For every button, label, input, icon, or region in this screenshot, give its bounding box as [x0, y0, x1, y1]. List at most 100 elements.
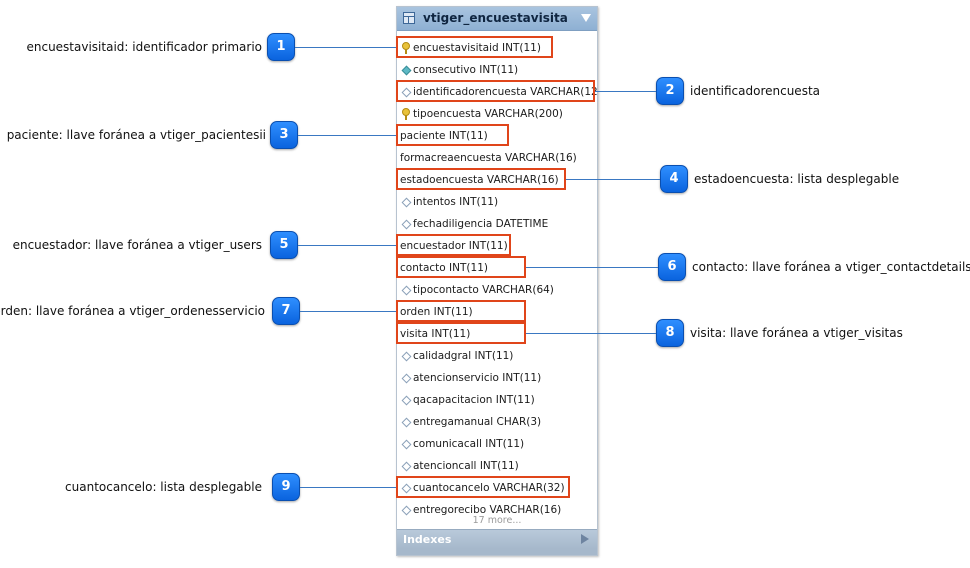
callout-badge: 7 [272, 297, 300, 325]
column-label: atencioncall INT(11) [413, 460, 519, 472]
callout-label: visita: llave foránea a vtiger_visitas [690, 326, 903, 340]
column-label: tipocontacto VARCHAR(64) [413, 284, 554, 296]
diamond-icon [401, 461, 412, 472]
highlight-box [396, 234, 511, 256]
column-row[interactable]: encuestavisitaid INT(11) [397, 37, 597, 59]
column-label: comunicacall INT(11) [413, 438, 525, 450]
highlight-box [396, 168, 566, 190]
callout-badge: 5 [270, 231, 298, 259]
callout-badge: 4 [660, 165, 688, 193]
table-header[interactable]: vtiger_encuestavisita [397, 7, 597, 31]
column-label: atencionservicio INT(11) [413, 372, 542, 384]
column-row[interactable]: qacapacitacion INT(11) [397, 389, 597, 411]
connector-line [526, 267, 658, 268]
column-label: estadoencuesta VARCHAR(16) [400, 174, 559, 186]
callout-badge: 2 [656, 77, 684, 105]
highlight-box [396, 124, 509, 146]
callout-label: estadoencuesta: lista desplegable [694, 172, 900, 186]
column-row[interactable]: identificadorencuesta VARCHAR(128) [397, 81, 597, 103]
diamond-icon [401, 65, 412, 76]
column-row[interactable]: intentos INT(11) [397, 191, 597, 213]
table-footer [397, 549, 597, 555]
column-label: intentos INT(11) [413, 196, 499, 208]
column-row[interactable]: entregorecibo VARCHAR(16) [397, 499, 597, 521]
column-label: tipoencuesta VARCHAR(200) [413, 108, 563, 120]
callout-label: identificadorencuesta [690, 84, 821, 98]
column-label: paciente INT(11) [400, 130, 488, 142]
column-row[interactable]: contacto INT(11) [397, 257, 597, 279]
connector-line [300, 487, 396, 488]
callout-badge: 3 [270, 121, 298, 149]
column-row[interactable]: atencioncall INT(11) [397, 455, 597, 477]
table-title: vtiger_encuestavisita [423, 11, 568, 25]
column-row[interactable]: atencionservicio INT(11) [397, 367, 597, 389]
callout-badge: 8 [656, 319, 684, 347]
connector-line [595, 91, 656, 92]
column-row[interactable]: estadoencuesta VARCHAR(16) [397, 169, 597, 191]
highlight-box [396, 80, 595, 102]
diamond-icon [401, 285, 412, 296]
column-label: entregorecibo VARCHAR(16) [413, 504, 562, 516]
column-label: cuantocancelo VARCHAR(32) [413, 482, 565, 494]
highlight-box [396, 476, 570, 498]
indexes-label: Indexes [403, 533, 452, 546]
collapse-arrow-icon[interactable] [581, 14, 591, 22]
column-label: visita INT(11) [400, 328, 471, 340]
column-row[interactable]: visita INT(11) [397, 323, 597, 345]
column-row[interactable]: paciente INT(11) [397, 125, 597, 147]
column-label: consecutivo INT(11) [413, 64, 519, 76]
callout-label: contacto: llave foránea a vtiger_contact… [692, 260, 970, 274]
diamond-icon [401, 197, 412, 208]
callout-label: encuestavisitaid: identificador primario [26, 40, 262, 54]
highlight-box [396, 300, 526, 322]
expand-arrow-icon[interactable] [581, 534, 589, 544]
diamond-icon [401, 351, 412, 362]
column-row[interactable]: orden INT(11) [397, 301, 597, 323]
column-label: calidadgral INT(11) [413, 350, 514, 362]
column-row[interactable]: fechadiligencia DATETIME [397, 213, 597, 235]
column-row[interactable]: calidadgral INT(11) [397, 345, 597, 367]
diamond-icon [401, 219, 412, 230]
callout-badge: 9 [272, 473, 300, 501]
highlight-box [396, 256, 526, 278]
key-icon [402, 42, 410, 54]
indexes-section[interactable]: Indexes [397, 529, 597, 549]
diamond-icon [401, 417, 412, 428]
table-icon [403, 12, 415, 24]
table-box[interactable]: vtiger_encuestavisita encuestavisitaid I… [396, 6, 598, 556]
connector-line [300, 311, 396, 312]
column-label: entregamanual CHAR(3) [413, 416, 542, 428]
column-label: fechadiligencia DATETIME [413, 218, 549, 230]
callout-label: orden: llave foránea a vtiger_ordenesser… [0, 304, 265, 318]
column-label: formacreaencuesta VARCHAR(16) [400, 152, 577, 164]
column-row[interactable]: cuantocancelo VARCHAR(32) [397, 477, 597, 499]
column-label: contacto INT(11) [400, 262, 488, 274]
diamond-icon [401, 439, 412, 450]
column-row[interactable]: comunicacall INT(11) [397, 433, 597, 455]
column-label: encuestavisitaid INT(11) [413, 42, 541, 54]
column-label: qacapacitacion INT(11) [413, 394, 535, 406]
column-row[interactable]: formacreaencuesta VARCHAR(16) [397, 147, 597, 169]
key-icon [402, 108, 410, 120]
callout-label: encuestador: llave foránea a vtiger_user… [12, 238, 262, 252]
column-label: encuestador INT(11) [400, 240, 508, 252]
column-row[interactable]: entregamanual CHAR(3) [397, 411, 597, 433]
highlight-box [396, 36, 553, 58]
diamond-icon [401, 395, 412, 406]
column-row[interactable]: tipoencuesta VARCHAR(200) [397, 103, 597, 125]
column-row[interactable]: encuestador INT(11) [397, 235, 597, 257]
connector-line [298, 245, 396, 246]
column-row[interactable]: tipocontacto VARCHAR(64) [397, 279, 597, 301]
callout-label: paciente: llave foránea a vtiger_pacient… [6, 128, 266, 142]
connector-line [526, 333, 656, 334]
diamond-icon [401, 505, 412, 516]
diamond-icon [401, 373, 412, 384]
highlight-box [396, 322, 526, 344]
column-label: identificadorencuesta VARCHAR(128) [413, 86, 598, 98]
column-row[interactable]: consecutivo INT(11) [397, 59, 597, 81]
connector-line [295, 47, 396, 48]
more-columns-link[interactable]: 17 more... [472, 515, 522, 526]
callout-badge: 6 [658, 253, 686, 281]
connector-line [298, 135, 396, 136]
